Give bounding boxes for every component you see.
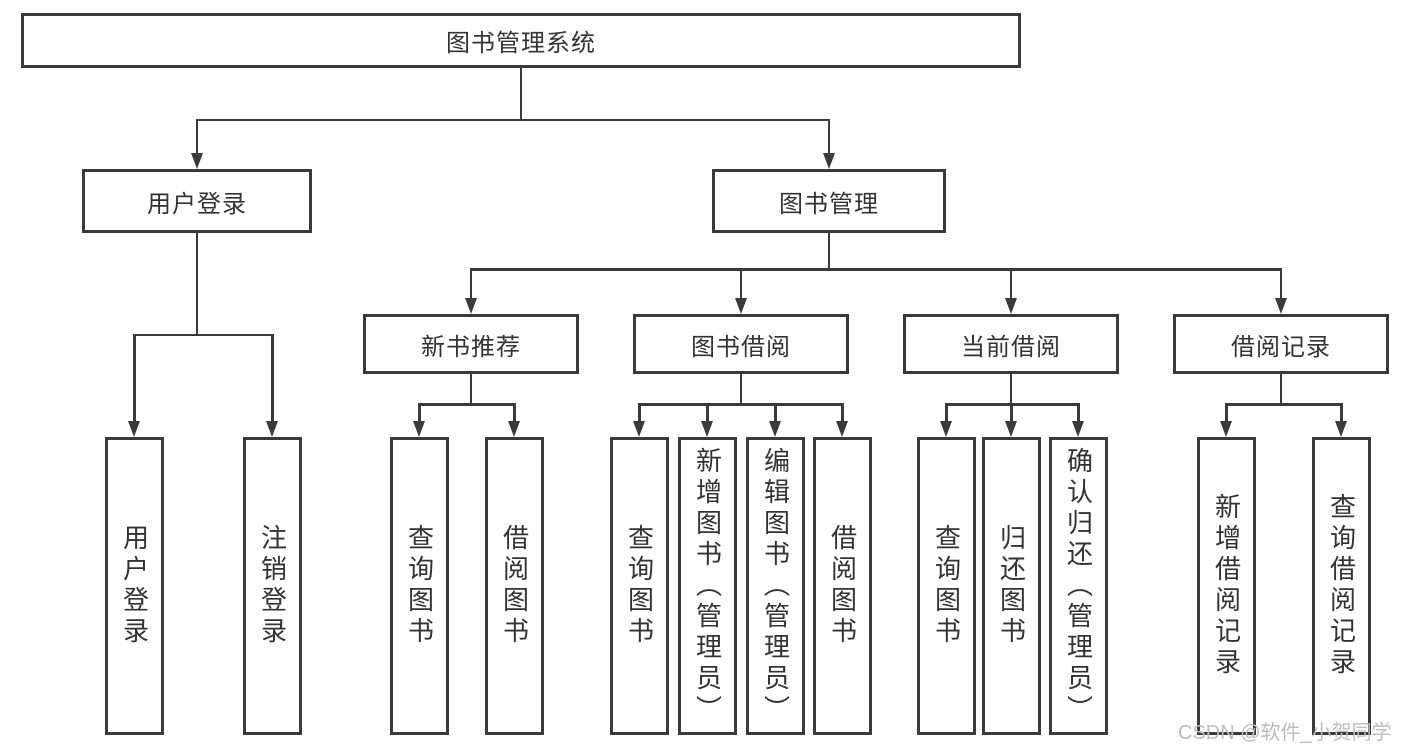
- connector-line: [1279, 268, 1283, 298]
- arrowhead-down: [769, 421, 781, 437]
- connector-line: [706, 403, 709, 423]
- arrowhead-down: [1072, 421, 1084, 437]
- leaf-label: 确认归还（管理员）: [1063, 446, 1094, 726]
- leaf-user-login: 用户登录: [105, 437, 164, 735]
- connector-line: [739, 374, 743, 406]
- connector-line: [1009, 374, 1013, 406]
- connector-line: [133, 333, 274, 336]
- connector-line: [513, 403, 516, 423]
- connector-line: [827, 118, 831, 155]
- arrowhead-down: [1335, 421, 1347, 437]
- leaf-label: 编辑图书（管理员）: [760, 446, 791, 726]
- arrowhead-down: [940, 421, 952, 437]
- connector-line: [739, 268, 743, 298]
- leaf-label: 查询借阅记录: [1326, 493, 1357, 679]
- leaf-query-books-recommend: 查询图书: [390, 437, 449, 735]
- leaf-label: 新增借阅记录: [1211, 493, 1242, 679]
- leaf-label: 借阅图书: [827, 524, 858, 648]
- leaf-label: 新增图书（管理员）: [692, 446, 723, 726]
- leaf-add-borrow-record: 新增借阅记录: [1197, 437, 1256, 735]
- connector-line: [195, 118, 199, 155]
- arrowhead-down: [190, 153, 203, 169]
- leaf-add-books-admin: 新增图书（管理员）: [678, 437, 737, 735]
- arrowhead-down: [1274, 298, 1287, 314]
- node-book-management: 图书管理: [712, 169, 946, 233]
- arrowhead-down: [633, 421, 645, 437]
- leaf-label: 借阅图书: [499, 524, 530, 648]
- node-label: 图书管理: [779, 190, 879, 218]
- node-label: 当前借阅: [961, 333, 1061, 361]
- leaf-label: 查询图书: [624, 524, 655, 648]
- leaf-borrow-books-recommend: 借阅图书: [485, 437, 544, 735]
- csdn-watermark: CSDN @软件_小贺同学: [1178, 722, 1392, 744]
- connector-line: [841, 403, 844, 423]
- node-label: 用户登录: [147, 190, 247, 218]
- node-user-login: 用户登录: [82, 169, 312, 233]
- connector-line: [1340, 403, 1343, 423]
- connector-line: [195, 118, 831, 121]
- connector-line: [418, 403, 421, 423]
- arrowhead-down: [128, 421, 140, 437]
- node-label: 新书推荐: [421, 333, 521, 361]
- connector-line: [638, 403, 641, 423]
- connector-line: [418, 403, 516, 406]
- connector-line: [774, 403, 777, 423]
- arrowhead-down: [836, 421, 848, 437]
- connector-line: [469, 268, 473, 298]
- leaf-label: 归还图书: [996, 524, 1027, 648]
- leaf-logout: 注销登录: [243, 437, 302, 735]
- leaf-label: 注销登录: [257, 524, 288, 648]
- arrowhead-down: [413, 421, 425, 437]
- node-label: 图书管理系统: [446, 30, 596, 57]
- connector-line: [271, 333, 274, 421]
- arrowhead-down: [822, 153, 835, 169]
- arrowhead-down: [701, 421, 713, 437]
- arrowhead-down: [734, 298, 747, 314]
- node-label: 图书借阅: [691, 333, 791, 361]
- leaf-return-books: 归还图书: [982, 437, 1041, 735]
- leaf-confirm-return-admin: 确认归还（管理员）: [1049, 437, 1108, 735]
- node-new-book-recommend: 新书推荐: [363, 314, 579, 374]
- leaf-edit-books-admin: 编辑图书（管理员）: [746, 437, 805, 735]
- connector-line: [1010, 403, 1013, 423]
- connector-line: [1009, 268, 1013, 298]
- leaf-query-books-borrowing: 查询图书: [610, 437, 669, 735]
- leaf-borrow-books-borrowing: 借阅图书: [813, 437, 872, 735]
- connector-line: [469, 374, 473, 406]
- node-borrowing-records: 借阅记录: [1173, 314, 1389, 374]
- connector-line: [638, 403, 844, 406]
- connector-line: [1225, 403, 1228, 423]
- arrowhead-down: [266, 421, 278, 437]
- leaf-label: 用户登录: [119, 524, 150, 648]
- connector-line: [469, 268, 1283, 271]
- leaf-label: 查询图书: [931, 524, 962, 648]
- arrowhead-down: [1220, 421, 1232, 437]
- leaf-label: 查询图书: [404, 524, 435, 648]
- arrowhead-down: [464, 298, 477, 314]
- arrowhead-down: [1004, 298, 1017, 314]
- arrowhead-down: [508, 421, 520, 437]
- connector-line: [827, 233, 831, 271]
- node-label: 借阅记录: [1231, 333, 1331, 361]
- connector-line: [195, 233, 199, 336]
- connector-line: [519, 68, 523, 121]
- node-current-borrowing: 当前借阅: [903, 314, 1119, 374]
- arrowhead-down: [1005, 421, 1017, 437]
- node-book-borrowing: 图书借阅: [633, 314, 849, 374]
- connector-line: [1077, 403, 1080, 423]
- connector-line: [1279, 374, 1283, 406]
- leaf-query-books-current: 查询图书: [917, 437, 976, 735]
- connector-line: [945, 403, 948, 423]
- leaf-query-borrow-record: 查询借阅记录: [1312, 437, 1371, 735]
- connector-line: [1225, 403, 1343, 406]
- node-library-management-system: 图书管理系统: [21, 13, 1021, 68]
- connector-line: [133, 333, 136, 421]
